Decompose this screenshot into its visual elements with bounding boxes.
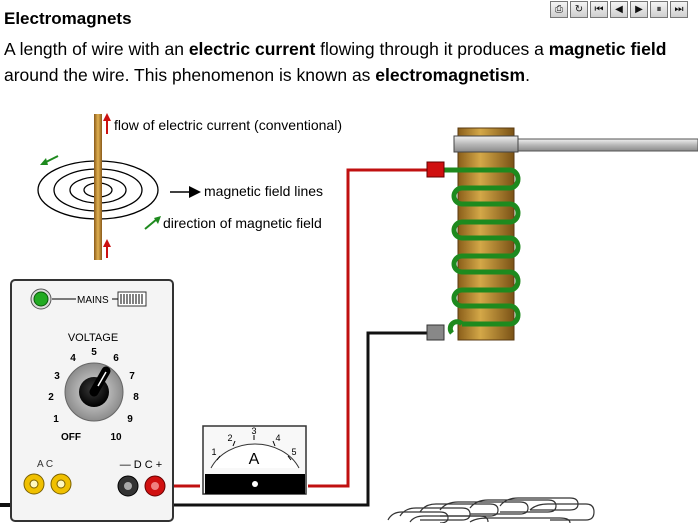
intro-paragraph: A length of wire with an electric curren… <box>4 39 667 85</box>
dial-mark-4: 4 <box>70 353 76 364</box>
ac-terminal[interactable] <box>50 473 72 495</box>
dial-mark-7: 7 <box>129 371 135 382</box>
ammeter-scale-5: 5 <box>291 447 296 457</box>
current-arrow-icon <box>103 113 111 134</box>
step-forward-icon[interactable]: ▶ <box>630 1 648 18</box>
field-direction-arrow-icon <box>40 155 59 165</box>
current-flow-label: flow of electric current (conventional) <box>114 117 342 133</box>
skip-to-start-icon[interactable]: ⏮ <box>590 1 608 18</box>
skip-to-end-icon[interactable]: ⏭ <box>670 1 688 18</box>
dial-mark-1: 1 <box>53 414 59 425</box>
dial-mark-5: 5 <box>91 347 97 358</box>
dial-pointer-highlight <box>97 371 107 387</box>
current-arrow-icon <box>103 239 111 258</box>
ammeter: 1 2 3 4 5 A <box>202 425 307 495</box>
paper-clips <box>387 497 595 523</box>
ammeter-scale-1: 1 <box>211 447 216 457</box>
field-lines-label: magnetic field lines <box>204 183 323 199</box>
voltage-dial[interactable] <box>64 362 124 422</box>
replay-icon[interactable]: ↻ <box>570 1 588 18</box>
red-wire <box>308 168 430 488</box>
mains-label: MAINS <box>77 295 109 306</box>
field-lines-diagram: flow of electric current (conventional) … <box>37 113 342 260</box>
print-icon[interactable]: ⎙ <box>550 1 568 18</box>
current-wire <box>94 114 102 260</box>
positive-connector[interactable] <box>426 161 445 178</box>
ammeter-unit-label: A <box>249 451 260 468</box>
mains-light-icon <box>33 291 49 307</box>
mains-switch[interactable] <box>112 291 147 307</box>
core-cap <box>453 135 519 153</box>
copper-coil <box>444 167 521 335</box>
ammeter-scale-2: 2 <box>227 433 232 443</box>
dc-negative-terminal[interactable] <box>117 475 139 497</box>
playback-toolbar: ⎙ ↻ ⏮ ◀ ▶ ⏸ ⏭ <box>550 1 688 18</box>
field-direction-label: direction of magnetic field <box>163 215 322 231</box>
voltage-label: VOLTAGE <box>68 332 118 344</box>
page-title: Electromagnets <box>4 9 132 28</box>
dial-mark-8: 8 <box>133 392 139 403</box>
dc-label: — D C + <box>120 459 162 471</box>
dc-positive-terminal[interactable] <box>144 475 166 497</box>
ammeter-zero-screw-icon[interactable] <box>252 481 258 487</box>
field-direction-arrow-icon <box>144 216 161 230</box>
ac-terminal[interactable] <box>23 473 45 495</box>
power-supply: MAINS VOLTAGE OFF 1 2 3 4 5 6 7 8 9 <box>10 279 174 522</box>
dial-mark-9: 9 <box>127 414 133 425</box>
ammeter-scale-3: 3 <box>251 426 256 436</box>
electromagnet <box>426 127 698 341</box>
dial-mark-2: 2 <box>48 392 54 403</box>
dial-mark-6: 6 <box>113 353 119 364</box>
ac-label: A C <box>37 459 53 470</box>
step-back-icon[interactable]: ◀ <box>610 1 628 18</box>
pause-icon[interactable]: ⏸ <box>650 1 668 18</box>
negative-connector[interactable] <box>426 324 445 341</box>
ammeter-scale-4: 4 <box>275 433 280 443</box>
dial-mark-10: 10 <box>110 432 122 443</box>
iron-rod <box>512 138 698 152</box>
dial-mark-3: 3 <box>54 371 60 382</box>
dial-mark-off: OFF <box>61 432 81 443</box>
